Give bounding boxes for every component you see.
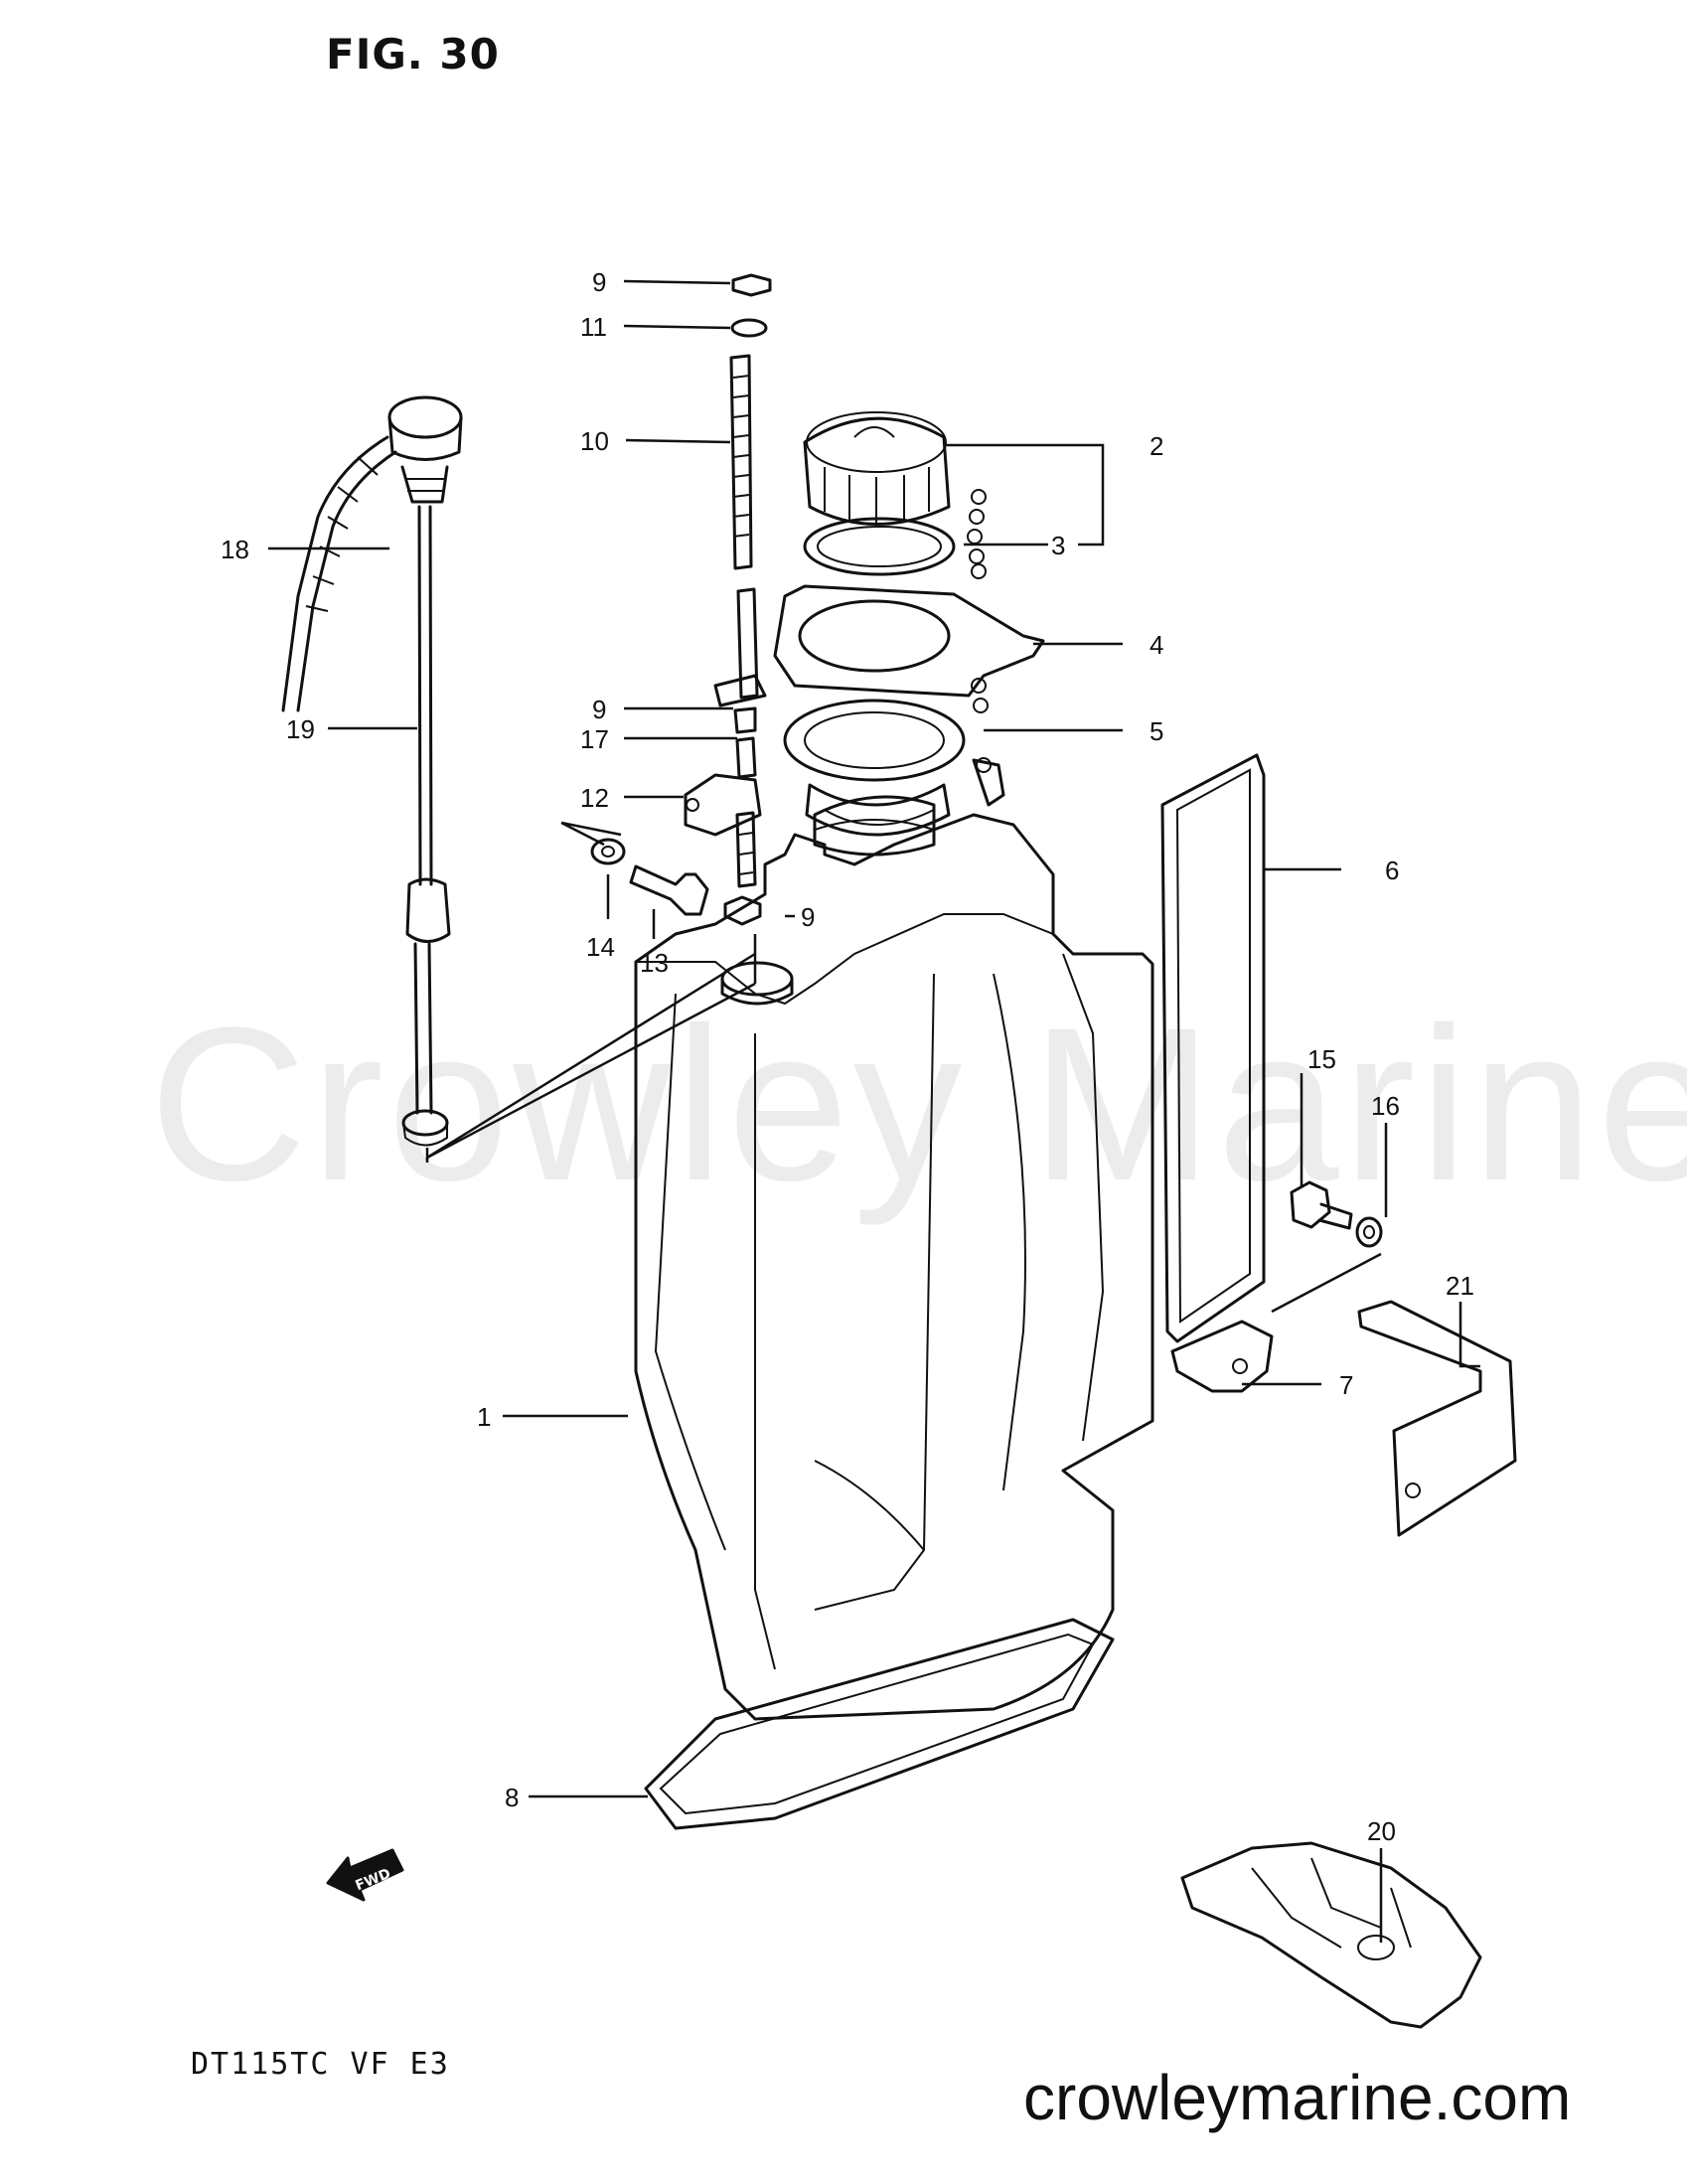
- parts-pouch: [1180, 1841, 1482, 2029]
- callout-20: 20: [1367, 1816, 1396, 1846]
- callout-15: 15: [1307, 1044, 1336, 1074]
- model-code: DT115TC VF E3: [191, 2047, 450, 2082]
- bolt-leader: [560, 821, 622, 847]
- callout-12: 12: [580, 783, 609, 813]
- website-link[interactable]: crowleymarine.com: [1023, 2062, 1572, 2133]
- sender-wire: [281, 435, 397, 712]
- callout-9-top: 9: [592, 267, 606, 297]
- callout-21: 21: [1446, 1271, 1474, 1301]
- callout-13: 13: [640, 948, 669, 978]
- callout-17: 17: [580, 724, 609, 754]
- stud-bolt-assembly: [684, 273, 772, 926]
- cap-seal-ring: [803, 517, 956, 576]
- callout-6: 6: [1385, 856, 1399, 885]
- callout-2: 2: [1150, 431, 1163, 461]
- callout-16: 16: [1371, 1091, 1400, 1121]
- callout-9-low: 9: [801, 902, 815, 932]
- fuel-tank: [634, 795, 1154, 1721]
- callout-4: 4: [1150, 630, 1163, 660]
- callout-3: 3: [1051, 531, 1065, 560]
- bolt-and-washer-15-16: [1290, 1180, 1383, 1248]
- bolt-and-washer-13-14: [590, 838, 709, 916]
- tank-strap: [1160, 753, 1266, 1343]
- callout-11: 11: [580, 312, 607, 342]
- mounting-bracket: [1357, 1300, 1517, 1537]
- watermark: Crowley Marine: [149, 982, 1687, 1226]
- figure-title: FIG. 30: [326, 30, 500, 78]
- filler-gasket: [783, 699, 1005, 837]
- gauge-dash-leader: [425, 952, 756, 1161]
- fuel-level-gauge: [387, 395, 463, 1147]
- callout-labels: 9 11 10 2 3 4 5 6 9 17 12 9 14 13 18 19 …: [221, 267, 1474, 1846]
- fuel-cap: [803, 411, 951, 527]
- filler-plate: [773, 584, 1045, 698]
- forward-arrow-icon: FWD: [326, 1848, 404, 1902]
- callout-8: 8: [505, 1783, 519, 1812]
- callout-10: 10: [580, 426, 609, 456]
- leader-lines: [268, 279, 1480, 1943]
- callout-7: 7: [1339, 1370, 1353, 1400]
- callout-19: 19: [286, 714, 315, 744]
- callout-18: 18: [221, 535, 249, 564]
- strap-leader: [1271, 1252, 1382, 1314]
- callout-5: 5: [1150, 716, 1163, 746]
- strap-buckle: [1170, 1320, 1274, 1393]
- tank-base-gasket: [644, 1618, 1115, 1830]
- callout-1: 1: [477, 1402, 491, 1432]
- callout-9-mid: 9: [592, 695, 606, 724]
- callout-14: 14: [586, 932, 615, 962]
